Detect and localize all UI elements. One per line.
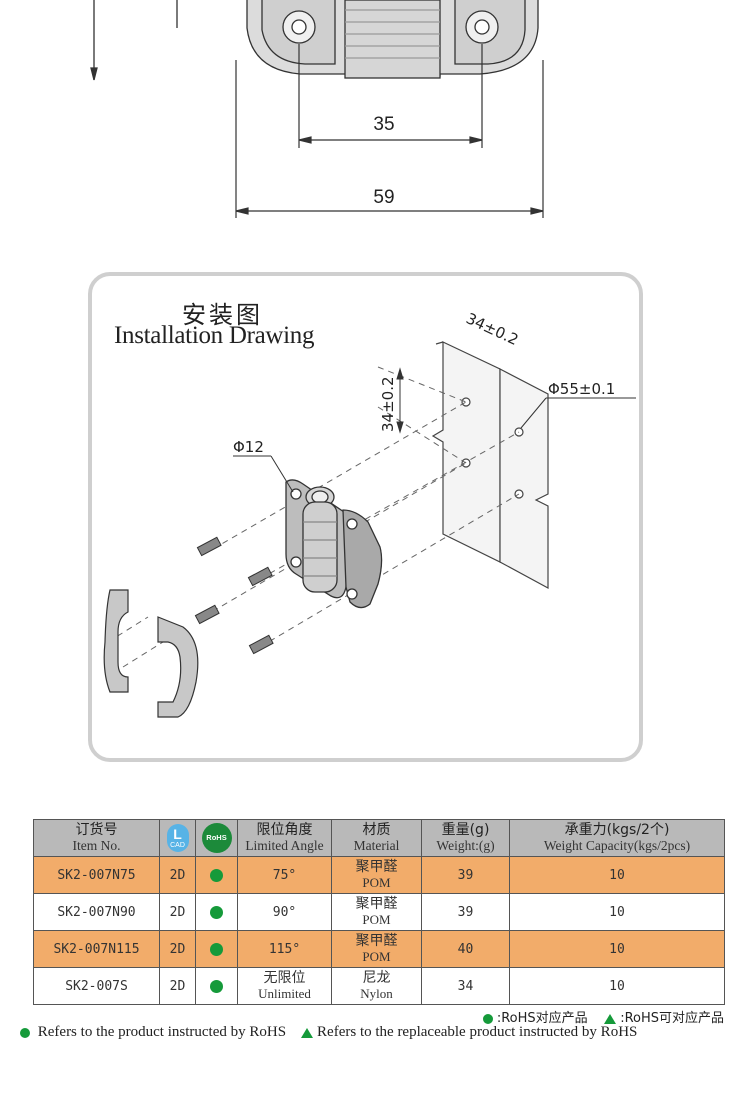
angle-cell: 75° <box>237 856 332 894</box>
legend-replace-cn: :RoHS可对应产品 <box>620 1011 724 1026</box>
col-item-header: 订货号 Item No. <box>33 819 160 857</box>
cad-cell: 2D <box>159 893 196 931</box>
installation-panel <box>88 272 643 762</box>
col-material-header: 材质 Material <box>331 819 422 857</box>
dimension-59 <box>235 60 544 218</box>
item-no: SK2-007S <box>33 967 160 1005</box>
rohs-dot-icon <box>210 942 223 956</box>
vertical-spacing-dim <box>396 367 404 434</box>
rohs-icon: RoHS <box>201 823 232 853</box>
weight-cell: 34 <box>421 967 510 1005</box>
legend-replace-en: Refers to the replaceable product instru… <box>317 1024 638 1040</box>
col-angle-header: 限位角度 Limited Angle <box>237 819 332 857</box>
installation-title-en: Installation Drawing <box>114 322 315 349</box>
legend-en: Refers to the product instructed by RoHS… <box>20 1024 637 1041</box>
dimension-drawing: 35 59 <box>90 0 544 218</box>
mounting-plate <box>431 341 549 590</box>
dia12-leader <box>233 455 294 493</box>
dia55-leader <box>520 397 636 429</box>
capacity-cell: 10 <box>509 930 725 968</box>
legend-cn: :RoHS对应产品 :RoHS可对应产品 <box>482 1007 724 1026</box>
cad-cell: 2D <box>159 967 196 1005</box>
rohs-dot-icon <box>20 1027 30 1038</box>
angle-cell: 115° <box>237 930 332 968</box>
legend-rohs-en: Refers to the product instructed by RoHS <box>37 1024 287 1040</box>
vertical-spacing-label: 34±0.2 <box>379 376 397 432</box>
screws <box>194 536 274 655</box>
rohs-cell <box>195 856 238 894</box>
capacity-cell: 10 <box>509 967 725 1005</box>
rohs-cell <box>195 930 238 968</box>
item-no: SK2-007N90 <box>33 893 160 931</box>
triangle-icon <box>604 1013 617 1024</box>
angle-cell: 90° <box>237 893 332 931</box>
rohs-cell <box>195 967 238 1005</box>
hinge-body <box>285 479 383 609</box>
horizontal-spacing-label: 34±0.2 <box>463 309 521 349</box>
col-capacity-header: 承重力(kgs/2个) Weight Capacity(kgs/2pcs) <box>509 819 725 857</box>
end-caps <box>103 589 199 718</box>
dimension-59-label: 59 <box>373 187 394 208</box>
cad-cell: 2D <box>159 930 196 968</box>
hinge-bottom-view <box>90 0 539 81</box>
capacity-cell: 10 <box>509 856 725 894</box>
item-no: SK2-007N115 <box>33 930 160 968</box>
triangle-icon <box>301 1027 314 1038</box>
cad-cell: 2D <box>159 856 196 894</box>
installation-drawing: Φ12 Φ55±0.1 34±0.2 34±0.2 <box>103 309 636 718</box>
col-weight-header: 重量(g) Weight:(g) <box>421 819 510 857</box>
col-rohs-header: RoHS <box>195 819 238 857</box>
hole-diameter-label: Φ12 <box>233 438 264 456</box>
rohs-dot-icon <box>482 1013 493 1024</box>
weight-cell: 40 <box>421 930 510 968</box>
weight-cell: 39 <box>421 856 510 894</box>
rohs-dot-icon <box>210 979 223 993</box>
dimension-35-label: 35 <box>373 114 394 135</box>
weight-cell: 39 <box>421 893 510 931</box>
item-no: SK2-007N75 <box>33 856 160 894</box>
rohs-dot-icon <box>210 905 223 919</box>
installation-title-cn: 安装图 <box>182 301 263 329</box>
rohs-cell <box>195 893 238 931</box>
capacity-cell: 10 <box>509 893 725 931</box>
plate-hole-label: Φ55±0.1 <box>548 380 615 398</box>
dimension-35 <box>298 44 483 148</box>
rohs-dot-icon <box>210 868 223 882</box>
legend-rohs-cn: :RoHS对应产品 <box>496 1011 588 1026</box>
